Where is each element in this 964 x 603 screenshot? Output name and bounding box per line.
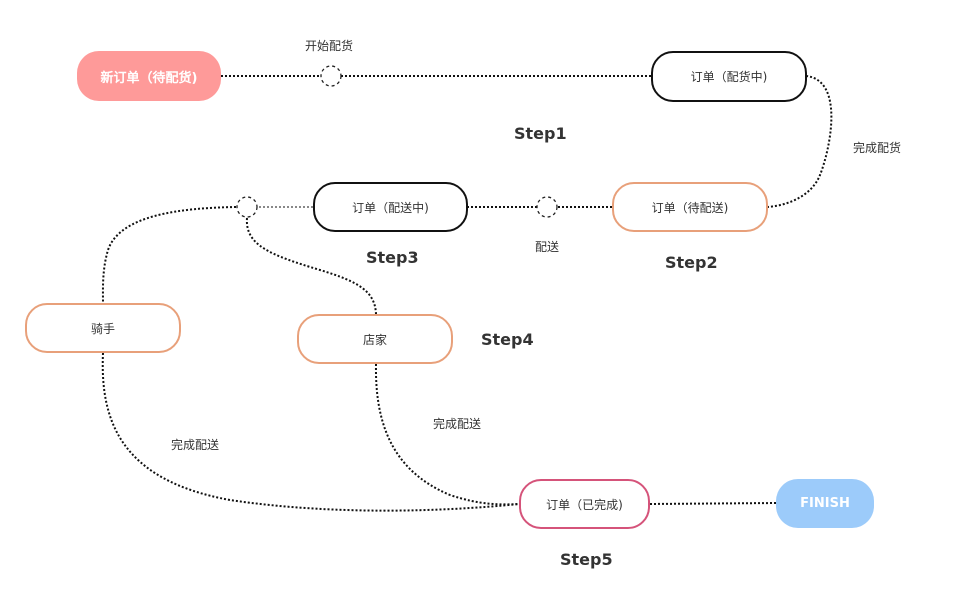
step-1: Step1 bbox=[514, 124, 567, 143]
junction-circle-deliver bbox=[536, 196, 558, 218]
label-start-picking: 开始配货 bbox=[305, 39, 354, 53]
junction-circle-start bbox=[320, 65, 342, 87]
junction-circle-split bbox=[236, 196, 258, 218]
edge-store-to-completed bbox=[374, 363, 520, 506]
node-finish: FINISH bbox=[776, 479, 874, 528]
step-5: Step5 bbox=[560, 550, 613, 569]
label-deliver: 配送 bbox=[535, 240, 560, 254]
node-order-delivering: 订单（配送中) bbox=[313, 182, 468, 232]
label-complete-delivery-store: 完成配送 bbox=[433, 417, 482, 431]
edge-completed-to-finish bbox=[649, 502, 777, 505]
node-order-pending-delivery: 订单（待配送) bbox=[612, 182, 768, 232]
edge-picking-to-pending bbox=[767, 75, 833, 208]
edge-rider-to-completed bbox=[101, 352, 520, 512]
label-complete-picking: 完成配货 bbox=[853, 141, 902, 155]
node-new-order: 新订单（待配货) bbox=[77, 51, 221, 101]
node-store: 店家 bbox=[297, 314, 453, 364]
edge-circle-to-rider bbox=[101, 206, 237, 304]
node-order-picking: 订单（配货中) bbox=[651, 51, 807, 102]
node-order-completed: 订单（已完成) bbox=[519, 479, 650, 529]
step-2: Step2 bbox=[665, 253, 718, 272]
step-3: Step3 bbox=[366, 248, 419, 267]
edge-circle-to-store bbox=[245, 217, 377, 315]
node-rider: 骑手 bbox=[25, 303, 181, 353]
step-4: Step4 bbox=[481, 330, 534, 349]
label-complete-delivery-rider: 完成配送 bbox=[171, 438, 220, 452]
